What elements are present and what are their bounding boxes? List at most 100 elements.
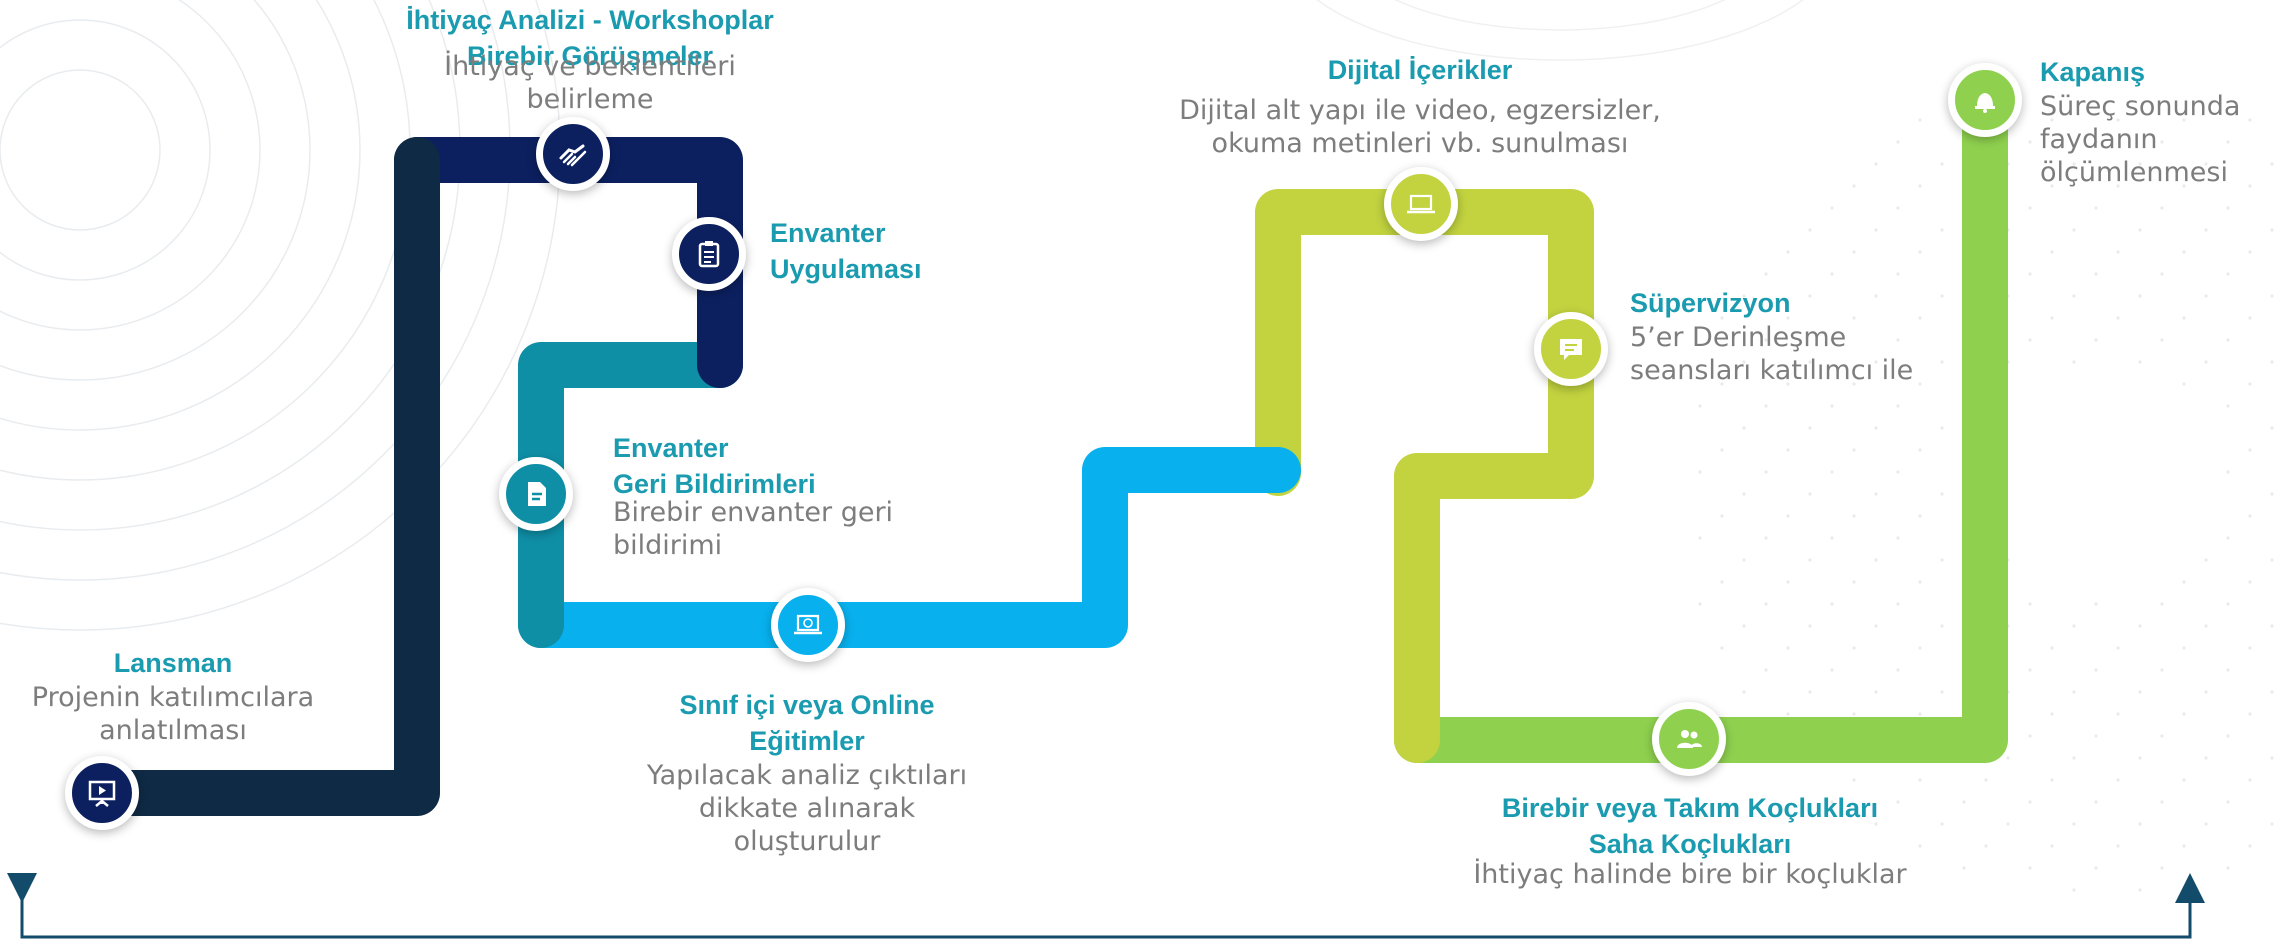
background-dot xyxy=(2160,866,2164,870)
background-dot xyxy=(1896,602,1900,606)
background-dot xyxy=(1830,338,1834,342)
background-dot xyxy=(2182,778,2186,782)
background-dot xyxy=(1786,514,1790,518)
background-dot xyxy=(2182,250,2186,254)
background-dot xyxy=(2138,822,2142,826)
path-segment-dark-blue xyxy=(394,137,743,388)
background-dot xyxy=(2138,690,2142,694)
concentric-rings-top xyxy=(1316,0,1804,61)
background-dot xyxy=(2094,668,2098,672)
step-title: Süpervizyon xyxy=(1630,288,1791,318)
background-dot xyxy=(1896,404,1900,408)
background-dot xyxy=(1896,470,1900,474)
background-dot xyxy=(1830,602,1834,606)
background-dot xyxy=(1940,294,1944,298)
background-dot xyxy=(1918,646,1922,650)
laptop-icon xyxy=(1407,194,1435,214)
background-dot xyxy=(2028,734,2032,738)
background-dot xyxy=(2138,228,2142,232)
background-dot xyxy=(1940,624,1944,628)
background-dot xyxy=(1874,624,1878,628)
step-description: Dijital alt yapı ile video, egzersizler,… xyxy=(1179,95,1661,159)
background-dot xyxy=(1698,602,1702,606)
background-dot xyxy=(2116,118,2120,122)
background-dot xyxy=(1808,558,1812,562)
background-dot xyxy=(1720,514,1724,518)
background-dot xyxy=(2116,712,2120,716)
background-dot xyxy=(2270,624,2274,628)
background-dot xyxy=(2072,294,2076,298)
background-dot xyxy=(1874,228,1878,232)
background-dot xyxy=(1720,382,1724,386)
background-dot xyxy=(2160,206,2164,210)
background-dot xyxy=(1874,822,1878,826)
background-dot xyxy=(2006,756,2010,760)
background-dot xyxy=(2270,690,2274,694)
background-dot xyxy=(2248,514,2252,518)
background-dot xyxy=(2204,228,2208,232)
background-dot xyxy=(1786,382,1790,386)
background-dot xyxy=(1742,426,1746,430)
background-dot xyxy=(2204,162,2208,166)
node-egitimler xyxy=(771,588,845,662)
background-dot xyxy=(2050,778,2054,782)
background-dot xyxy=(2182,118,2186,122)
background-dot xyxy=(2116,778,2120,782)
background-dot xyxy=(1786,712,1790,716)
background-dot xyxy=(1808,492,1812,496)
background-dot xyxy=(2182,382,2186,386)
background-dot xyxy=(1962,800,1966,804)
background-dot xyxy=(2248,316,2252,320)
background-dot xyxy=(1874,558,1878,562)
background-dot xyxy=(1764,602,1768,606)
background-dot xyxy=(1852,250,1856,254)
background-dot xyxy=(2028,338,2032,342)
background-dot xyxy=(2160,140,2164,144)
background-dot xyxy=(1874,294,1878,298)
background-dot xyxy=(2160,272,2164,276)
background-dot xyxy=(1830,272,1834,276)
background-dot xyxy=(1940,426,1944,430)
background-dot xyxy=(1764,470,1768,474)
background-dot xyxy=(1720,646,1724,650)
background-dot xyxy=(1896,800,1900,804)
background-dot xyxy=(2204,360,2208,364)
background-dot xyxy=(1830,800,1834,804)
background-dot xyxy=(2050,646,2054,650)
background-dot xyxy=(2072,624,2076,628)
background-dot xyxy=(1896,338,1900,342)
background-dot xyxy=(2028,866,2032,870)
background-dot xyxy=(1918,316,1922,320)
node-envanter-uygulamasi xyxy=(672,217,746,291)
background-dot xyxy=(1764,272,1768,276)
background-dot xyxy=(1874,690,1878,694)
background-dot xyxy=(1786,646,1790,650)
background-dot xyxy=(2270,426,2274,430)
node-kocluk xyxy=(1652,702,1726,776)
background-dot xyxy=(1698,470,1702,474)
timeline-arrow xyxy=(7,873,2205,939)
background-dot xyxy=(2072,822,2076,826)
background-dot xyxy=(1852,184,1856,188)
background-dot xyxy=(1940,822,1944,826)
background-dot xyxy=(1764,404,1768,408)
background-dot xyxy=(1918,712,1922,716)
background-dot xyxy=(1984,778,1988,782)
clipboard-icon xyxy=(698,241,720,268)
background-dot xyxy=(1764,668,1768,672)
background-dot xyxy=(2138,756,2142,760)
background-dot xyxy=(2182,316,2186,320)
background-dot xyxy=(2182,712,2186,716)
background-dot xyxy=(2248,712,2252,716)
background-dot xyxy=(1808,426,1812,430)
